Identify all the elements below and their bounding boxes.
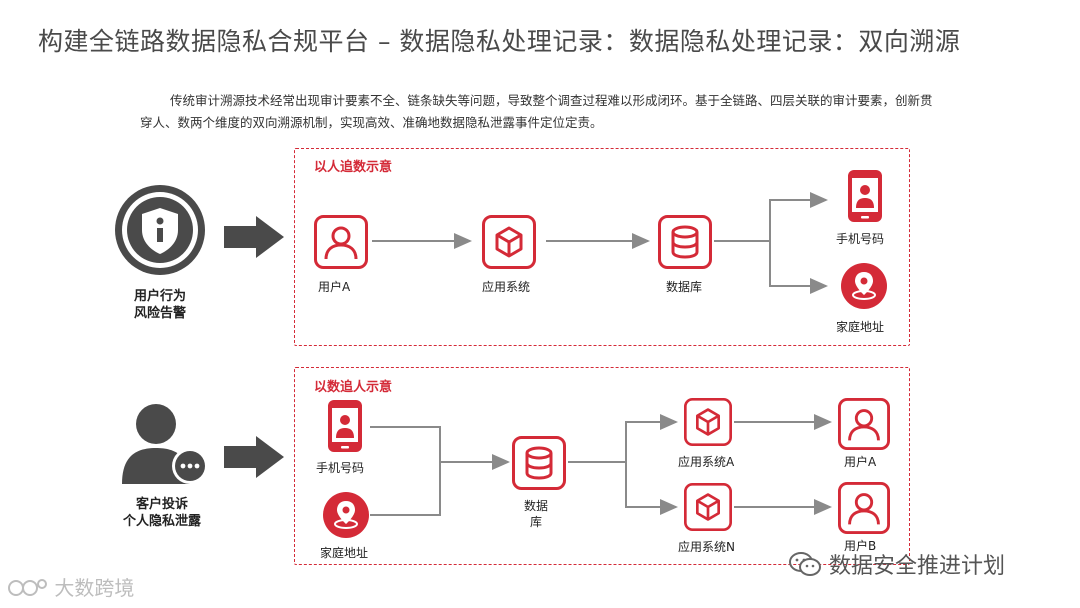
location-icon [841,263,887,309]
node-address: 家庭地址 [836,320,885,334]
intro-paragraph: 传统审计溯源技术经常出现审计要素不全、链条缺失等问题，导致整个调查过程难以形成闭… [140,93,933,130]
node-address-2: 家庭地址 [320,546,369,560]
risk-alert-label: 用户行为 风险告警 [133,289,186,321]
watermark-right-text: 数据安全推进计划 [829,554,1006,579]
database-icon-2 [512,436,566,490]
shield-alert-icon [115,185,205,275]
watermark-right: 数据安全推进计划 [788,548,1005,580]
data-to-person-title: 以数追人示意 [314,380,393,395]
node-app-system-n: 应用系统N [678,540,735,554]
person-to-data-title: 以人追数示意 [314,160,393,175]
app-system-a-icon [684,398,732,446]
watermark-left-text: 大数跨境 [54,576,135,600]
node-database-2: 数据 库 [524,499,549,529]
phone-icon [848,170,882,222]
phone-icon-2 [328,400,362,452]
node-app-system-a: 应用系统A [678,455,735,469]
big-arrow-2 [224,436,284,478]
app-system-n-icon [684,483,732,531]
node-user-a: 用户A [318,280,351,294]
watermark-logo-icon [8,579,47,596]
location-icon-2 [323,492,369,538]
person-to-data-box [294,148,910,346]
page-title: 构建全链路数据隐私合规平台 – 数据隐私处理记录：数据隐私处理记录：双向溯源 [38,27,961,56]
wechat-icon [789,552,821,576]
node-database: 数据库 [666,280,703,294]
user-a-icon [838,398,890,450]
node-user-b: 用户B [844,539,877,553]
app-system-icon [482,215,536,269]
node-phone-2: 手机号码 [316,461,365,475]
database-icon [658,215,712,269]
customer-complaint-icon [122,404,208,484]
node-user-a-2: 用户A [844,455,877,469]
user-b-icon [838,482,890,534]
user-icon [314,215,368,269]
node-app-system: 应用系统 [482,280,531,294]
data-to-person-box [294,367,910,565]
big-arrow-1 [224,216,284,258]
node-phone: 手机号码 [836,232,885,246]
watermark-left: 大数跨境 [8,572,134,601]
complaint-label: 客户投诉 个人隐私泄露 [122,497,201,529]
